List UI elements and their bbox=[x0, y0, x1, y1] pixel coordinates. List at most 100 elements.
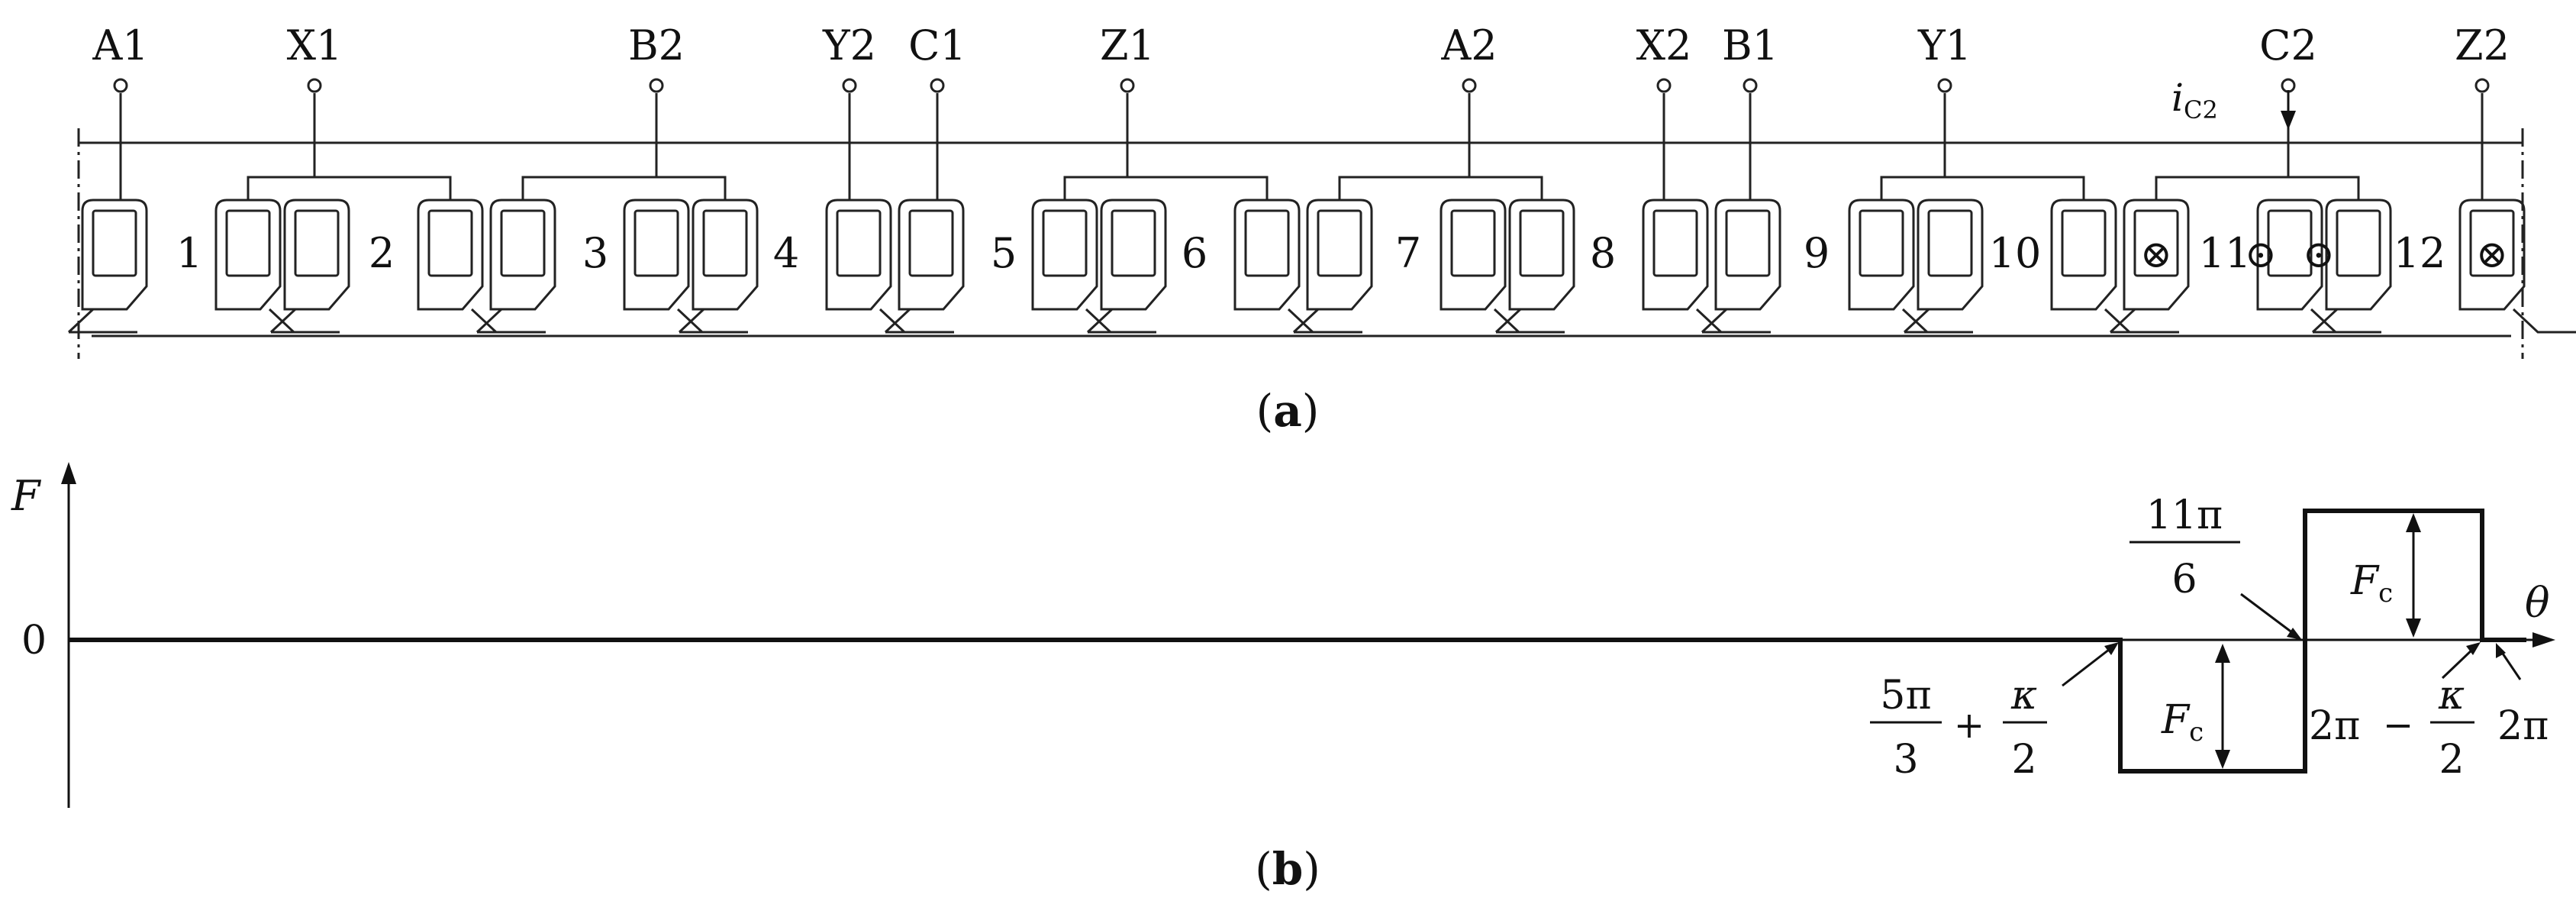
coil-side bbox=[1508, 199, 1575, 311]
coil-side bbox=[692, 199, 759, 311]
terminal-node-icon bbox=[1462, 78, 1477, 93]
terminal-label: Z1 bbox=[1100, 21, 1155, 69]
magnitude-arrow-lower bbox=[2215, 644, 2230, 769]
end-minus: − bbox=[2383, 704, 2413, 747]
terminal-node-icon bbox=[1743, 78, 1758, 93]
terminal-label: Z2 bbox=[2455, 21, 2510, 69]
terminal-label: B1 bbox=[1722, 21, 1778, 69]
coil-side bbox=[1306, 199, 1373, 311]
pole-shoe bbox=[2311, 308, 2576, 334]
x-axis-label: θ bbox=[2525, 579, 2550, 627]
magnitude-label-lower: Fc bbox=[2161, 697, 2204, 748]
arrow-down-icon bbox=[2215, 750, 2230, 769]
coil-side bbox=[2256, 199, 2323, 311]
annotation-mid: 11π 6 bbox=[2129, 493, 2240, 602]
y-axis-label: F bbox=[11, 472, 42, 520]
start-plus: + bbox=[1954, 704, 1984, 747]
pointer-full-icon bbox=[2496, 643, 2506, 658]
pole-shoe bbox=[67, 308, 340, 334]
kappa-denominator: 2 bbox=[2011, 737, 2036, 783]
caption-b: (b) bbox=[1255, 843, 1320, 895]
arrow-up-icon bbox=[2406, 513, 2421, 532]
caption-a: (a) bbox=[1256, 385, 1320, 437]
terminal-label: Y2 bbox=[822, 21, 876, 69]
terminal-node-icon bbox=[1656, 78, 1672, 93]
magnitude-arrow-upper bbox=[2406, 513, 2421, 638]
slot-number: 9 bbox=[1804, 229, 1830, 277]
pole-shoe bbox=[2109, 308, 2381, 334]
terminal-label: C2 bbox=[2259, 21, 2317, 69]
lead-group bbox=[113, 78, 2490, 200]
pointer-start-icon bbox=[2104, 642, 2119, 655]
slot-number: 5 bbox=[991, 229, 1017, 277]
pole-shoe bbox=[1292, 308, 1565, 334]
pole-shoe bbox=[1494, 308, 1767, 334]
current-label: iC2 bbox=[2171, 76, 2218, 124]
coil-side bbox=[1848, 199, 1915, 311]
slot-number: 3 bbox=[582, 229, 608, 277]
coil-side bbox=[81, 199, 148, 311]
terminal-label: X1 bbox=[287, 21, 343, 69]
coil-side bbox=[214, 199, 282, 311]
coil-side bbox=[1714, 199, 1781, 311]
pole-shoe bbox=[884, 308, 1156, 334]
coil-side bbox=[1031, 199, 1098, 311]
terminal-node-icon bbox=[2281, 78, 2296, 93]
terminal-label: B2 bbox=[628, 21, 685, 69]
slot-number: 12 bbox=[2394, 229, 2446, 277]
coil-side bbox=[1642, 199, 1709, 311]
terminal-label: Y1 bbox=[1917, 21, 1971, 69]
terminal-node-icon bbox=[649, 78, 664, 93]
pointer-end-icon bbox=[2466, 642, 2481, 655]
mid-denominator: 6 bbox=[2171, 557, 2197, 602]
coil-side bbox=[2123, 199, 2190, 311]
terminal-label: C1 bbox=[908, 21, 966, 69]
dot-symbol-icon: ⊙ bbox=[2245, 232, 2277, 276]
dot-symbol-icon: ⊙ bbox=[2303, 232, 2335, 276]
coil-side bbox=[489, 199, 556, 311]
slot-number: 1 bbox=[176, 229, 202, 277]
terminal-label: A1 bbox=[92, 21, 148, 69]
mid-numerator: 11π bbox=[2146, 493, 2223, 538]
arrow-up-icon bbox=[2215, 644, 2230, 663]
end-connector bbox=[2155, 176, 2360, 200]
annotation-pointers bbox=[2062, 593, 2522, 687]
slot-number: 6 bbox=[1182, 229, 1207, 277]
annotation-start: 5π 3 + κ 2 bbox=[1870, 673, 2047, 783]
coil-side bbox=[1917, 199, 1984, 311]
coil-side bbox=[2325, 199, 2392, 311]
mmf-plot bbox=[61, 462, 2555, 808]
slot-number: 2 bbox=[369, 229, 395, 277]
end-connector bbox=[1338, 176, 1543, 200]
slot-number: 11 bbox=[2199, 229, 2252, 277]
pole-shoe bbox=[1086, 308, 1359, 334]
kappa-numerator: κ bbox=[2010, 673, 2037, 719]
terminal-node-icon bbox=[1937, 78, 1952, 93]
pole-shoe bbox=[476, 308, 748, 334]
pointer-mid-icon bbox=[2287, 628, 2302, 640]
coil-side bbox=[1440, 199, 1507, 311]
pole-shoe bbox=[1701, 308, 1973, 334]
coil-side bbox=[1100, 199, 1167, 311]
slot-number: 7 bbox=[1395, 229, 1421, 277]
terminal-label: X2 bbox=[1636, 21, 1692, 69]
y-axis-arrow-icon bbox=[61, 462, 76, 484]
x-axis-arrow-icon bbox=[2532, 632, 2555, 648]
end-left: 2π bbox=[2309, 703, 2360, 749]
cross-symbol-icon: ⊗ bbox=[2140, 232, 2172, 276]
end-connector bbox=[247, 176, 452, 200]
annotation-full: 2π bbox=[2497, 703, 2549, 749]
terminal-label: A2 bbox=[1440, 21, 1497, 69]
slot-group bbox=[67, 176, 2576, 338]
terminal-node-icon bbox=[307, 78, 322, 93]
coil-side bbox=[2050, 199, 2117, 311]
coil-side bbox=[1233, 199, 1301, 311]
coil-side bbox=[417, 199, 484, 311]
slot-number: 10 bbox=[1989, 229, 2042, 277]
mmf-labels: F 0 θ Fc Fc 5π 3 + κ 2 11π 6 2π − κ 2 bbox=[11, 472, 2550, 895]
magnitude-label-upper: Fc bbox=[2350, 558, 2393, 609]
end-kappa-numerator: κ bbox=[2438, 673, 2465, 719]
slot-number: 4 bbox=[773, 229, 799, 277]
terminal-node-icon bbox=[113, 78, 128, 93]
